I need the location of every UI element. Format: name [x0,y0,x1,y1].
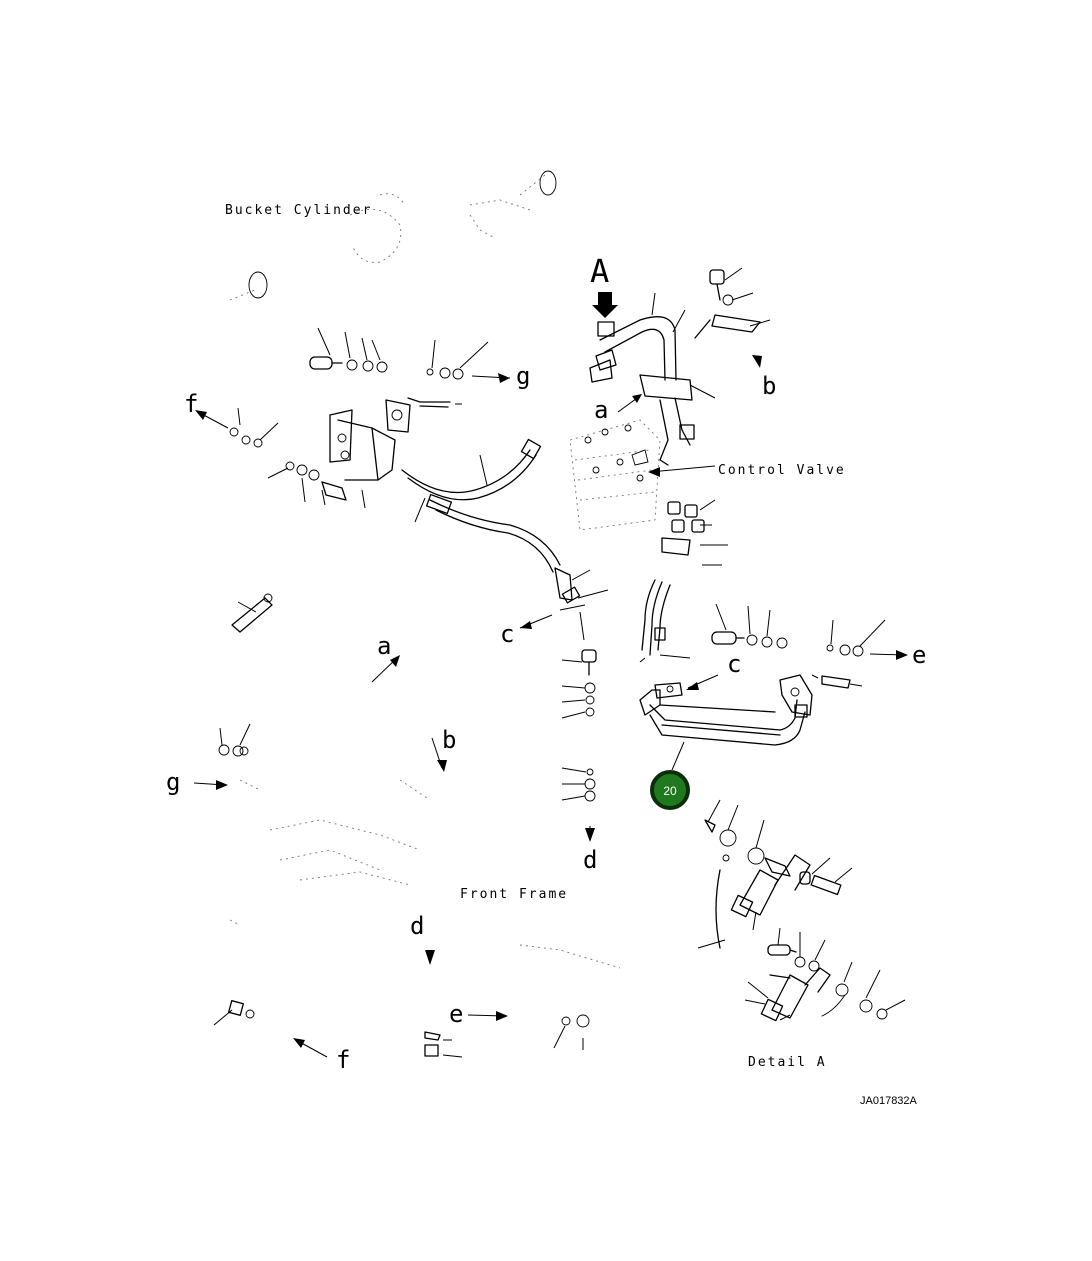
callout-a-lower: a [377,632,391,660]
callout-b-upper: b [762,372,776,400]
callout-c-left: c [500,620,514,648]
upper-left-bracket [329,399,411,481]
callout-e-right: e [912,641,926,669]
callout-c-left-arrowhead [520,621,532,629]
front-frame-label: Front Frame [460,887,568,902]
bucket-cylinder-label: Bucket Cylinder [225,203,372,218]
item-20-badge-circle[interactable] [650,770,690,810]
nut-washer-set-g [426,339,511,383]
bolt-washer-set-upper [309,327,388,373]
control-valve-body [569,419,716,531]
bucket-cylinder-drawing [229,170,557,301]
detail-a-drawing [697,799,906,1022]
tube-bracket-assembly [639,674,863,771]
bolt-set-e [711,603,908,660]
front-frame-drawing [229,779,621,969]
callout-d-upper: d [583,846,597,874]
callout-f-lower: f [336,1046,350,1074]
callout-e-lower: e [449,1000,463,1028]
callout-g-upper: g [516,362,530,390]
item-20-badge[interactable]: 20 [650,770,690,810]
bolt-set-f [195,407,279,448]
bolt-set-left-lower [267,461,366,509]
callout-g-left: g [166,768,180,796]
fittings-lower-center [424,950,590,1058]
callout-A: A [590,252,609,290]
bolt-left-middle [231,593,273,633]
callout-c-right-arrowhead [686,682,699,690]
hose-assembly-left [401,438,609,611]
front-frame-arrows [193,655,447,790]
nut-lower-left [213,1000,328,1058]
pipe-assembly-a [589,292,716,466]
bolt-stack-center [561,611,597,842]
short-tube-top [407,397,462,408]
detail-a-indicator-arrow [592,292,618,318]
callout-c-right: c [727,650,741,678]
callout-a-upper-arrowhead [632,394,642,403]
callout-f-left: f [184,390,198,418]
callout-a-upper: a [594,396,608,424]
control-valve-label: Control Valve [718,463,846,478]
drawing-id: JA017832A [860,1095,918,1107]
callout-d-lower: d [410,912,424,940]
hose-assembly-right [639,579,691,663]
bolt-clamp-b [694,267,771,368]
valve-fittings-right [661,499,728,566]
callout-b-lower: b [442,726,456,754]
detail-a-label: Detail A [748,1055,827,1070]
item-20-badge-number: 20 [663,784,677,798]
